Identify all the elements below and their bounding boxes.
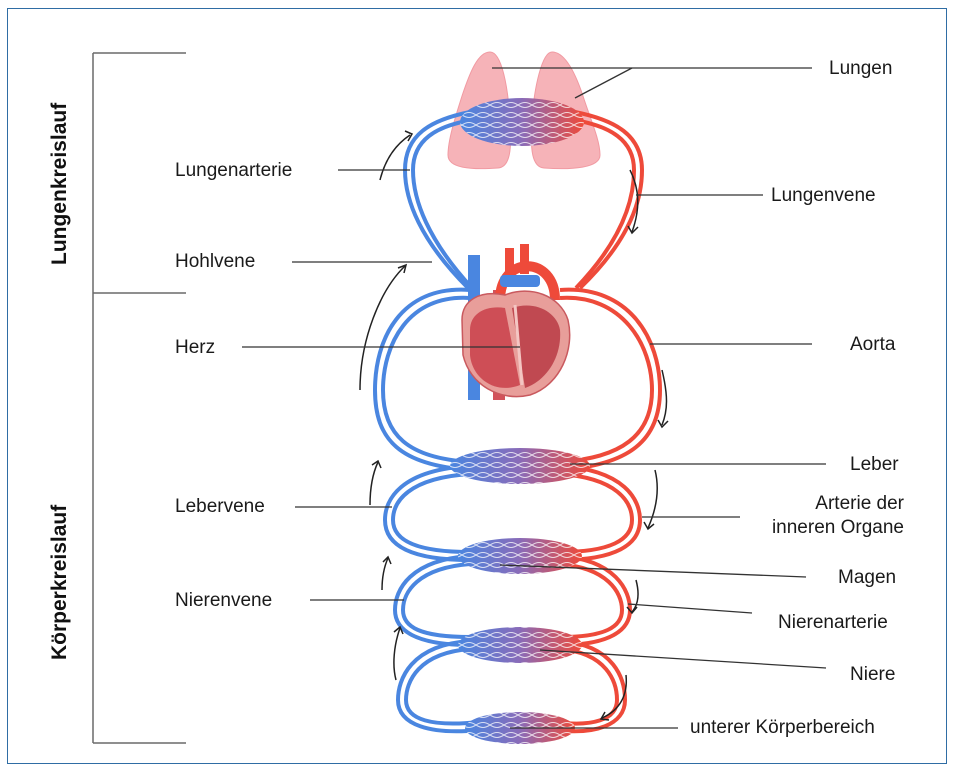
label-herz: Herz bbox=[175, 336, 215, 359]
label-arterie-1: Arterie der bbox=[752, 492, 904, 515]
capillary-beds bbox=[450, 448, 590, 744]
label-niere: Niere bbox=[850, 663, 895, 686]
label-unterer-koerperbereich: unterer Körperbereich bbox=[690, 716, 875, 739]
label-lebervene: Lebervene bbox=[175, 495, 265, 518]
section-title-systemic: Körperkreislauf bbox=[48, 505, 72, 660]
label-magen: Magen bbox=[838, 566, 896, 589]
label-nierenarterie: Nierenarterie bbox=[778, 611, 888, 634]
label-lungen: Lungen bbox=[829, 57, 892, 80]
label-hohlvene: Hohlvene bbox=[175, 250, 255, 273]
heart-illustration bbox=[462, 244, 570, 400]
label-aorta: Aorta bbox=[850, 333, 895, 356]
section-title-pulmonary: Lungenkreislauf bbox=[48, 103, 72, 265]
label-leber: Leber bbox=[850, 453, 899, 476]
section-bracket bbox=[93, 53, 186, 743]
label-nierenvene: Nierenvene bbox=[175, 589, 272, 612]
label-lungenvene: Lungenvene bbox=[771, 184, 876, 207]
label-lungenarterie: Lungenarterie bbox=[175, 159, 292, 182]
label-arterie-2: inneren Organe bbox=[752, 516, 904, 539]
